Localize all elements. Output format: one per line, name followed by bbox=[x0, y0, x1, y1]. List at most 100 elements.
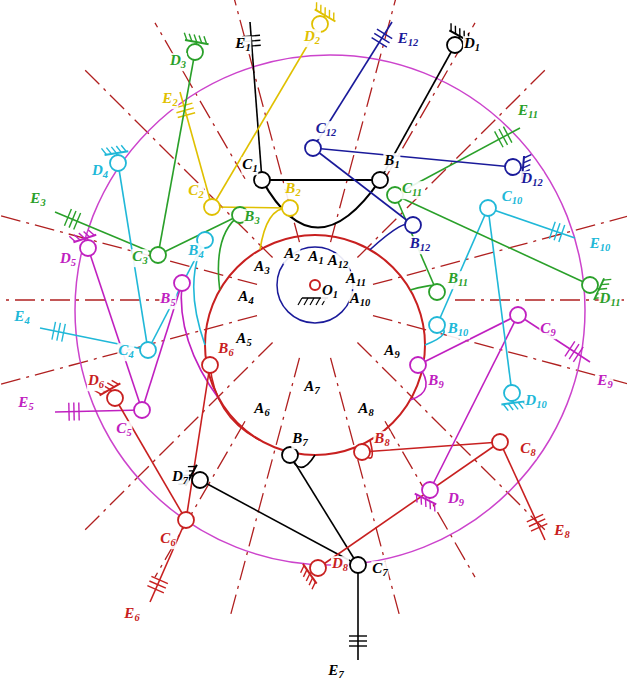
ground-hatch bbox=[301, 565, 304, 572]
ground-hatch bbox=[316, 2, 318, 10]
slider-guide bbox=[349, 635, 367, 636]
slider-guide bbox=[349, 640, 367, 641]
joint-label: C8 bbox=[519, 441, 536, 459]
center-line bbox=[357, 67, 548, 258]
slider-guide bbox=[349, 645, 367, 646]
joint-circle bbox=[372, 172, 388, 188]
slider-guide bbox=[62, 324, 66, 342]
joint-circle bbox=[140, 342, 156, 358]
joint-label: A2 bbox=[283, 246, 300, 264]
slider-guide bbox=[573, 347, 583, 362]
ground-hatch bbox=[84, 232, 90, 237]
link-bar bbox=[313, 148, 413, 225]
joint-label: D1 bbox=[463, 36, 481, 54]
ground-hatch bbox=[513, 403, 518, 409]
ground-hatch bbox=[112, 380, 119, 384]
joint-circle bbox=[510, 307, 526, 323]
link-bar bbox=[142, 283, 182, 410]
crank-arc bbox=[262, 180, 380, 228]
link-bar bbox=[186, 365, 210, 520]
joint-circle bbox=[107, 390, 123, 406]
center-line bbox=[0, 316, 257, 386]
link-bar bbox=[313, 148, 513, 167]
joint-label: B10 bbox=[447, 321, 470, 339]
ground-hatch bbox=[455, 26, 456, 34]
slider-guide bbox=[565, 341, 575, 356]
slider-guide bbox=[372, 38, 387, 48]
joint-label: O1 bbox=[321, 283, 339, 301]
link-bar bbox=[395, 195, 437, 292]
ground-hatch bbox=[333, 12, 335, 20]
ground-hatch bbox=[429, 501, 431, 509]
ground-hatch bbox=[312, 582, 315, 589]
ground-hatch bbox=[189, 34, 192, 42]
center-line bbox=[155, 23, 245, 179]
joint-circle bbox=[310, 560, 326, 576]
link-bar bbox=[118, 163, 148, 350]
guide-circle bbox=[75, 55, 585, 565]
pivot-circle bbox=[310, 280, 320, 290]
joint-circle bbox=[422, 482, 438, 498]
ground-hatch bbox=[599, 288, 607, 290]
joint-label: E4 bbox=[13, 309, 30, 327]
slider-guide bbox=[57, 323, 61, 341]
slider-guide bbox=[68, 403, 70, 421]
ground-hatch bbox=[309, 578, 312, 585]
link-bar bbox=[500, 442, 545, 540]
ground-hatch bbox=[416, 494, 418, 502]
ground-hatch bbox=[69, 236, 75, 241]
joint-circle bbox=[504, 385, 520, 401]
joint-label: B12 bbox=[409, 236, 432, 254]
joint-label: C10 bbox=[501, 189, 524, 207]
ground-hatch bbox=[601, 283, 609, 285]
joint-circle bbox=[354, 444, 370, 460]
link-bar bbox=[200, 480, 358, 565]
center-line bbox=[331, 358, 401, 619]
ground-hatch bbox=[524, 155, 531, 158]
joint-label: E5 bbox=[17, 395, 34, 413]
joint-label: A1 bbox=[307, 249, 324, 267]
joint-label: A4 bbox=[237, 289, 254, 307]
ground-hatch bbox=[450, 23, 451, 31]
joint-label: B2 bbox=[284, 181, 301, 199]
joint-label: D5 bbox=[59, 251, 77, 269]
slider-guide bbox=[178, 113, 195, 118]
slider-guide bbox=[73, 403, 75, 421]
joint-circle bbox=[505, 159, 521, 175]
link-bar bbox=[488, 208, 512, 393]
center-line bbox=[82, 67, 273, 258]
joint-label: A12 bbox=[327, 253, 350, 271]
ground-hatch bbox=[116, 146, 121, 152]
ground-hatch bbox=[459, 28, 460, 36]
joint-label: D4 bbox=[91, 163, 109, 181]
ground-hatch bbox=[188, 466, 196, 468]
joint-label: D10 bbox=[524, 393, 547, 411]
joint-label: A11 bbox=[345, 271, 367, 289]
joint-label: C9 bbox=[539, 321, 556, 339]
joint-label: C6 bbox=[159, 531, 176, 549]
joint-label: A8 bbox=[357, 401, 374, 419]
joint-circle bbox=[174, 275, 190, 291]
joint-circle bbox=[350, 557, 366, 573]
joint-label: D2 bbox=[303, 29, 321, 47]
ground-hatch bbox=[329, 10, 331, 18]
joint-label: D8 bbox=[331, 556, 349, 574]
joint-label: C2 bbox=[187, 183, 204, 201]
link-bar bbox=[313, 22, 392, 148]
joint-circle bbox=[202, 357, 218, 373]
joint-label: C11 bbox=[401, 181, 423, 199]
ground-hatch bbox=[199, 35, 202, 43]
joint-label: B8 bbox=[373, 431, 390, 449]
ground-hatch bbox=[508, 404, 513, 410]
ground-hatch bbox=[425, 499, 427, 507]
joint-circle bbox=[405, 217, 421, 233]
joint-label: E2 bbox=[161, 91, 178, 109]
slider-guide bbox=[549, 222, 555, 239]
joint-label: E9 bbox=[596, 373, 613, 391]
joint-label: A10 bbox=[349, 291, 372, 309]
joint-label: A9 bbox=[383, 343, 400, 361]
joint-circle bbox=[410, 357, 426, 373]
ground-hatch bbox=[310, 298, 314, 305]
joint-label: B3 bbox=[243, 209, 260, 227]
